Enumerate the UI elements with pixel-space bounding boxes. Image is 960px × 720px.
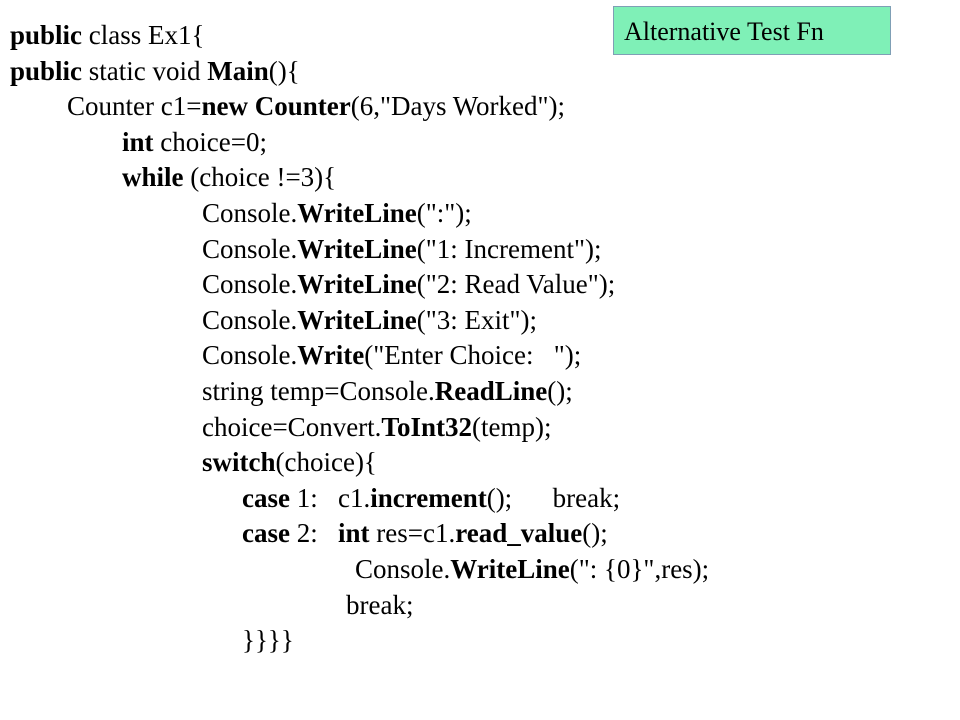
code-line: Counter c1=new Counter(6,"Days Worked"); (67, 90, 565, 122)
code-text: Console. (355, 554, 451, 584)
code-keyword: switch (202, 447, 276, 477)
code-line: Console.WriteLine("2: Read Value"); (202, 268, 615, 300)
code-text: choice=0; (153, 127, 267, 157)
code-text: break; (346, 590, 414, 620)
code-text: Console. (202, 269, 298, 299)
code-line: public class Ex1{ (10, 19, 204, 51)
code-text: (": {0}",res); (569, 554, 710, 584)
code-keyword: ToInt32 (381, 412, 472, 442)
code-text: (":"); (416, 198, 472, 228)
code-keyword: WriteLine (297, 234, 417, 264)
code-keyword: int (338, 518, 370, 548)
code-text: ("Enter Choice: "); (364, 340, 582, 370)
code-keyword: case (242, 518, 290, 548)
code-keyword: ReadLine (434, 376, 548, 406)
code-text: (temp); (471, 412, 552, 442)
code-keyword: WriteLine (297, 305, 417, 335)
code-text: ("3: Exit"); (416, 305, 538, 335)
code-text: (); (547, 376, 573, 406)
code-text: Console. (202, 305, 298, 335)
code-line: Console.WriteLine(":"); (202, 197, 472, 229)
code-text: Console. (202, 234, 298, 264)
code-text: (); (582, 518, 608, 548)
code-text: Counter c1= (67, 91, 202, 121)
code-text: string temp=Console. (202, 376, 435, 406)
code-line: string temp=Console.ReadLine(); (202, 375, 573, 407)
code-text: ("1: Increment"); (416, 234, 602, 264)
code-text: static void (82, 56, 208, 86)
code-text: (choice){ (275, 447, 377, 477)
code-keyword: WriteLine (450, 554, 570, 584)
code-line: public static void Main(){ (10, 55, 300, 87)
code-text: Console. (202, 198, 298, 228)
code-line: Console.WriteLine("1: Increment"); (202, 233, 601, 265)
code-line: Console.WriteLine("3: Exit"); (202, 304, 537, 336)
code-keyword: read_value (455, 518, 583, 548)
code-line: case 2: int res=c1.read_value(); (242, 517, 608, 549)
code-text: (){ (268, 56, 300, 86)
code-keyword: WriteLine (297, 269, 417, 299)
code-keyword: int (122, 127, 154, 157)
code-text: ("2: Read Value"); (416, 269, 616, 299)
code-text: Console. (202, 340, 298, 370)
code-text: class Ex1{ (82, 20, 205, 50)
code-line: Console.WriteLine(": {0}",res); (355, 553, 709, 585)
code-text: (6,"Days Worked"); (350, 91, 566, 121)
code-keyword: public (10, 56, 83, 86)
code-keyword: case (242, 483, 290, 513)
code-text: (); break; (486, 483, 621, 513)
code-text: res=c1. (369, 518, 456, 548)
code-line: case 1: c1.increment(); break; (242, 482, 620, 514)
code-line: Console.Write("Enter Choice: "); (202, 339, 581, 371)
code-keyword: new Counter (201, 91, 351, 121)
code-keyword: increment (370, 483, 487, 513)
code-text: choice=Convert. (202, 412, 382, 442)
code-text: 2: (289, 518, 338, 548)
code-keyword: Write (297, 340, 365, 370)
code-keyword: while (122, 162, 184, 192)
code-text: }}}} (242, 625, 294, 655)
code-line: switch(choice){ (202, 446, 377, 478)
code-line: int choice=0; (122, 126, 267, 158)
code-keyword: public (10, 20, 83, 50)
code-text: 1: c1. (289, 483, 371, 513)
code-text: (choice !=3){ (183, 162, 337, 192)
alternative-test-fn-label: Alternative Test Fn (613, 6, 891, 55)
code-line: choice=Convert.ToInt32(temp); (202, 411, 551, 443)
code-line: }}}} (242, 624, 294, 656)
code-line: while (choice !=3){ (122, 161, 336, 193)
code-keyword: Main (207, 56, 269, 86)
code-line: break; (346, 589, 413, 621)
code-keyword: WriteLine (297, 198, 417, 228)
